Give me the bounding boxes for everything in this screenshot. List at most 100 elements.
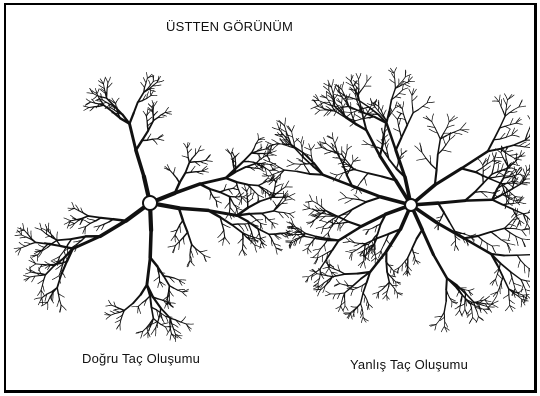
twig xyxy=(530,208,531,210)
twig xyxy=(322,218,324,220)
twig xyxy=(451,118,453,120)
twig xyxy=(427,108,429,109)
twig xyxy=(490,282,492,284)
twig xyxy=(352,317,353,319)
twig xyxy=(367,104,369,105)
twig xyxy=(510,185,512,187)
twig xyxy=(278,132,279,134)
twig xyxy=(41,226,42,229)
twig xyxy=(40,281,42,282)
twig xyxy=(153,323,156,324)
twig xyxy=(522,175,524,176)
twig xyxy=(98,81,100,82)
twig xyxy=(498,161,500,162)
twig xyxy=(483,305,488,307)
twig xyxy=(447,325,448,327)
twig xyxy=(23,223,24,225)
twig xyxy=(512,118,513,120)
twig xyxy=(165,166,167,168)
twig xyxy=(401,293,403,294)
twig xyxy=(250,167,255,168)
twig xyxy=(357,116,359,118)
twig xyxy=(176,330,178,332)
twig xyxy=(342,225,343,227)
twig xyxy=(349,222,361,226)
twig xyxy=(272,140,274,141)
twig xyxy=(171,279,173,281)
twig xyxy=(32,280,33,282)
twig xyxy=(533,132,535,133)
twig xyxy=(321,227,323,228)
twig xyxy=(62,296,64,297)
twig xyxy=(453,116,455,118)
twig xyxy=(348,200,351,202)
twig xyxy=(512,277,514,283)
twig xyxy=(294,243,295,245)
twig xyxy=(183,283,185,284)
twig xyxy=(303,143,304,145)
main-limb xyxy=(461,151,487,168)
twig xyxy=(87,219,90,220)
twig xyxy=(264,241,266,242)
twig xyxy=(349,97,354,99)
twig xyxy=(323,277,324,279)
twig xyxy=(305,166,308,170)
twig xyxy=(56,268,59,270)
twig xyxy=(324,138,325,140)
twig xyxy=(351,240,353,242)
twig xyxy=(360,192,362,194)
twig xyxy=(378,256,379,258)
twig xyxy=(509,235,510,238)
twig xyxy=(38,282,40,283)
twig xyxy=(301,227,302,229)
twig xyxy=(363,141,365,142)
twig xyxy=(503,158,506,163)
twig xyxy=(261,237,263,238)
twig xyxy=(106,318,108,319)
twig xyxy=(338,163,340,164)
twig xyxy=(522,297,525,298)
twig xyxy=(83,231,84,233)
twig xyxy=(316,214,318,215)
twig xyxy=(99,85,101,86)
twig xyxy=(533,181,534,182)
twig xyxy=(529,143,531,145)
twig xyxy=(297,138,299,139)
twig xyxy=(340,84,341,87)
twig xyxy=(534,279,536,281)
twig xyxy=(90,219,93,220)
twig xyxy=(351,189,353,190)
twig xyxy=(118,98,119,100)
twig xyxy=(242,187,244,189)
twig xyxy=(184,290,186,291)
twig xyxy=(290,161,292,163)
twig xyxy=(525,219,527,224)
twig xyxy=(392,286,395,290)
twig xyxy=(322,229,323,231)
twig xyxy=(277,238,279,240)
twig xyxy=(523,223,525,224)
twig xyxy=(373,293,375,294)
twig xyxy=(201,174,203,175)
twig xyxy=(523,169,524,171)
main-limb xyxy=(422,230,433,255)
twig xyxy=(193,264,195,266)
twig xyxy=(338,225,339,228)
twig xyxy=(158,315,159,318)
twig xyxy=(340,227,341,229)
twig xyxy=(510,244,513,245)
twig xyxy=(282,186,283,188)
twig xyxy=(475,301,480,303)
twig xyxy=(256,236,257,238)
twig xyxy=(432,131,435,132)
twig xyxy=(318,255,323,258)
twig xyxy=(530,167,531,169)
twig xyxy=(287,237,288,239)
twig xyxy=(465,234,470,236)
twig xyxy=(312,214,315,215)
twig xyxy=(525,171,526,175)
twig xyxy=(361,178,365,183)
twig xyxy=(288,181,289,183)
twig xyxy=(295,168,297,170)
twig xyxy=(360,312,361,314)
